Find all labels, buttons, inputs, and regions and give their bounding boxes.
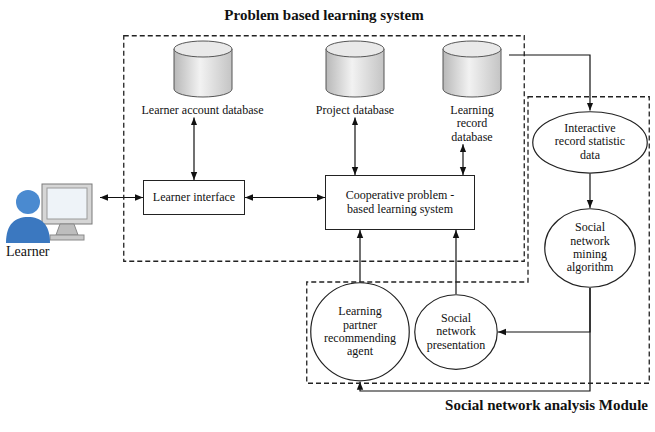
connector-arrow (589, 173, 590, 208)
ellipse-label: Social network mining algorithm (557, 221, 623, 275)
box-label: Learner interface (153, 191, 235, 204)
database-cylinder: Learner account database (125, 40, 280, 117)
database-cylinder-shape (173, 40, 233, 98)
database-cylinder: Learning record database (435, 40, 509, 144)
connector-arrow (359, 230, 360, 282)
connector-arrow (509, 55, 590, 111)
region-title: Social network analysis Module (445, 397, 648, 414)
connector-arrow (354, 117, 355, 175)
connector-arrow (462, 144, 463, 175)
box-label: Cooperative problem - based learning sys… (334, 189, 466, 216)
connector-group (100, 55, 590, 391)
process-ellipse: Interactive record statistic data (532, 111, 648, 174)
ellipse-label: Interactive record statistic data (548, 122, 632, 162)
system-boundary: Problem based learning systemLearner acc… (123, 35, 525, 262)
connector-arrow (245, 197, 325, 198)
database-cylinder: Project database (295, 40, 415, 117)
process-ellipse: Learning partner recommending agent (310, 282, 410, 382)
database-cylinder-shape (442, 40, 502, 98)
connector-arrow (100, 197, 143, 198)
connector-arrow (498, 288, 590, 332)
database-label: Learner account database (125, 104, 280, 117)
region-title: Problem based learning system (83, 7, 565, 24)
process-ellipse: Social network mining algorithm (544, 208, 636, 288)
ellipse-label: Learning partner recommending agent (324, 305, 396, 359)
database-label: Project database (295, 104, 415, 117)
database-label: Learning record database (435, 104, 509, 144)
ellipse-label: Social network presentation (426, 312, 486, 352)
connector-arrow (193, 117, 194, 180)
process-ellipse: Social network presentation (414, 294, 498, 370)
learner-computer-icon (4, 182, 96, 244)
process-box: Learner interface (143, 180, 245, 215)
connector-arrow (455, 230, 456, 294)
learner-label: Learner (4, 244, 100, 260)
learner-icon: Learner (4, 182, 100, 260)
database-cylinder-shape (325, 40, 385, 98)
process-box: Cooperative problem - based learning sys… (325, 175, 475, 230)
